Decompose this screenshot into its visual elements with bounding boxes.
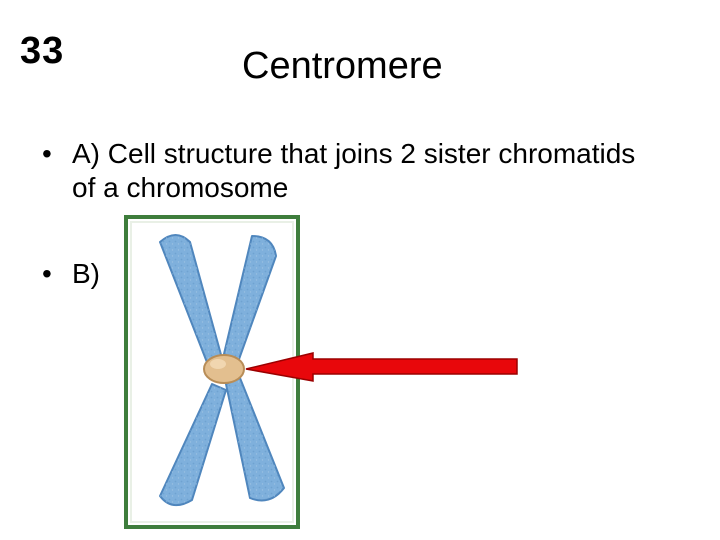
bullet-dot: • xyxy=(42,138,52,169)
bullet-a-label: A) xyxy=(72,138,100,169)
bullet-dot: • xyxy=(42,258,52,289)
bullet-list: • A) Cell structure that joins 2 sister … xyxy=(42,137,662,291)
slide-title: Centromere xyxy=(242,45,443,87)
centromere xyxy=(203,354,245,384)
bullet-item-a: • A) Cell structure that joins 2 sister … xyxy=(42,137,662,205)
chromatid-lower-left xyxy=(159,383,227,507)
bullet-b-label: B) xyxy=(72,258,100,289)
bullet-item-b: • B) xyxy=(42,257,662,291)
chromatid-lower-right xyxy=(225,377,285,502)
red-arrow-icon xyxy=(245,352,518,382)
slide-number: 33 xyxy=(20,30,65,72)
bullet-a-text: Cell structure that joins 2 sister chrom… xyxy=(72,138,636,203)
